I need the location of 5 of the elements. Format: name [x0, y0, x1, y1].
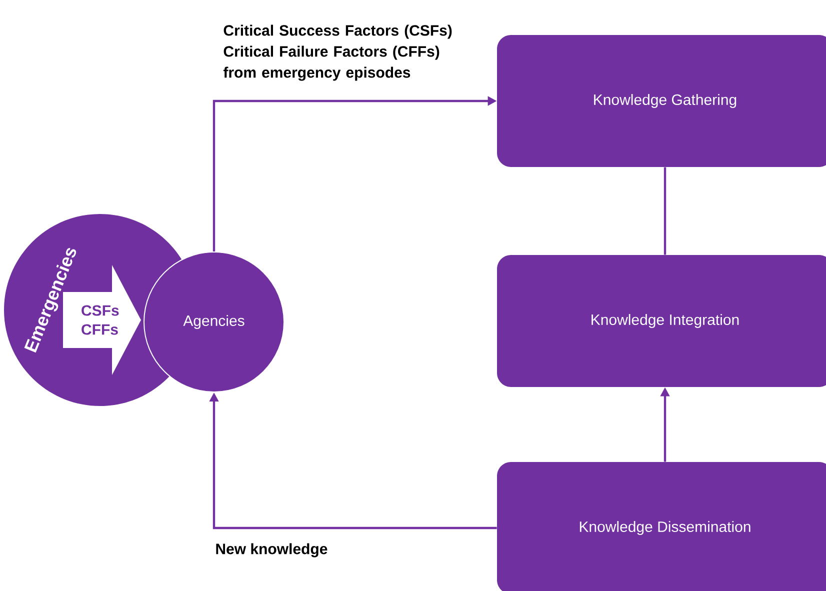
edge-label: New knowledge	[216, 543, 328, 558]
process-box: Knowledge Dissemination	[497, 462, 826, 591]
edge-label: Critical Success Factors (CSFs) Critical Failure Factors (CFFs) from emergency episodes	[223, 24, 452, 81]
process-box: Knowledge Integration	[497, 255, 826, 387]
process-box: Knowledge Gathering	[497, 35, 826, 167]
